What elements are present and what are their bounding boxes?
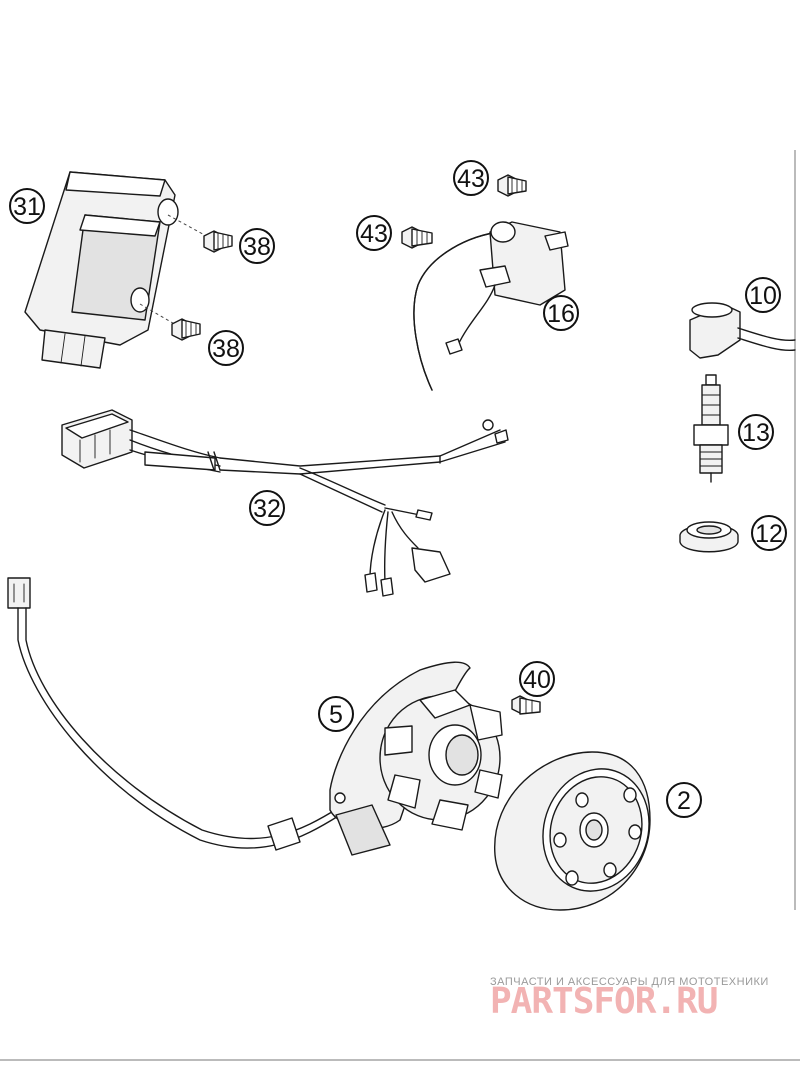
callout-5: 5 [318, 696, 354, 732]
watermark-tagline: ЗАПЧАСТИ И АКСЕССУАРЫ ДЛЯ МОТОТЕХНИКИ [490, 976, 769, 988]
callout-label: 32 [253, 495, 281, 523]
spark-plug-cap [689, 302, 796, 359]
bolt-40 [511, 695, 541, 715]
callout-32: 32 [249, 490, 285, 526]
callout-label: 16 [547, 300, 575, 328]
callout-label: 40 [523, 666, 551, 694]
watermark: ЗАПЧАСТИ И АКСЕССУАРЫ ДЛЯ МОТОТЕХНИКИ PA… [490, 976, 769, 1022]
callout-label: 13 [742, 419, 770, 447]
callout-38-lower: 38 [208, 330, 244, 366]
callout-38-upper: 38 [239, 228, 275, 264]
leader-line [139, 303, 179, 327]
spark-plug [693, 374, 729, 483]
callout-label: 38 [212, 335, 240, 363]
callout-31: 31 [9, 188, 45, 224]
callout-label: 31 [13, 193, 41, 221]
callout-2: 2 [666, 782, 702, 818]
sealing-ring [679, 521, 739, 553]
bolt-43-lower [401, 226, 433, 249]
watermark-logo: PARTSFOR.RU [490, 981, 717, 1022]
bolt-43-upper [497, 174, 527, 197]
callout-16: 16 [543, 295, 579, 331]
callout-label: 43 [457, 165, 485, 193]
callout-12: 12 [751, 515, 787, 551]
callout-label: 38 [243, 233, 271, 261]
callout-label: 12 [755, 520, 783, 548]
cdi-unit [24, 171, 179, 369]
callout-43-lower: 43 [356, 215, 392, 251]
flywheel-rotor [494, 751, 651, 911]
callout-13: 13 [738, 414, 774, 450]
bolt-38-lower [171, 318, 201, 341]
callout-43-upper: 43 [453, 160, 489, 196]
callout-40: 40 [519, 661, 555, 697]
callout-label: 5 [329, 701, 343, 729]
callout-label: 43 [360, 220, 388, 248]
wiring-harness [61, 409, 509, 597]
leader-line [167, 214, 211, 239]
ignition-coil [413, 221, 569, 391]
callout-label: 2 [677, 787, 691, 815]
stator-assembly [7, 577, 503, 856]
callout-10: 10 [745, 277, 781, 313]
bolt-38-upper [203, 230, 233, 253]
callout-label: 10 [749, 282, 777, 310]
